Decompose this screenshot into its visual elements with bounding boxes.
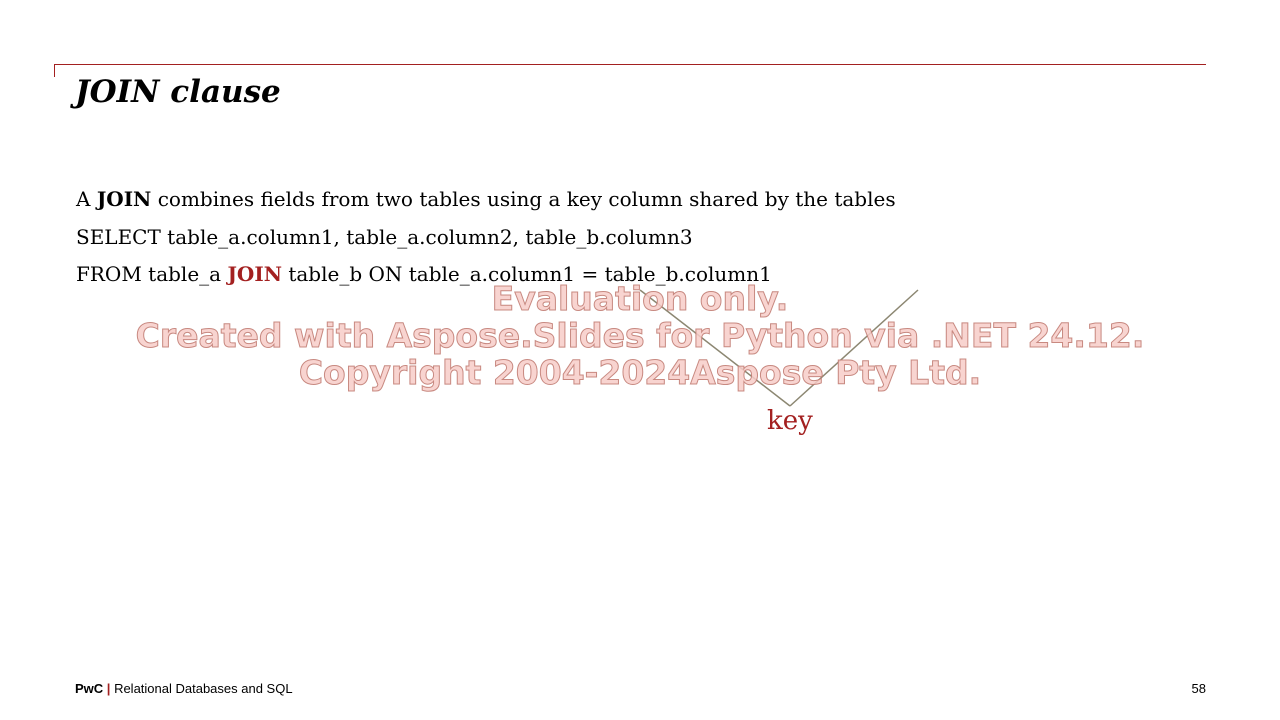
top-rule (54, 64, 1206, 65)
footer-course-title: Relational Databases and SQL (114, 681, 293, 696)
sql-from-line: FROM table_a JOIN table_b ON table_a.col… (76, 260, 772, 288)
footer-brand: PwC (75, 681, 104, 696)
line1-suffix: combines fields from two tables using a … (151, 187, 896, 211)
page-number: 58 (1191, 681, 1206, 696)
key-label: key (767, 406, 813, 436)
line3-prefix: FROM table_a (76, 262, 228, 286)
watermark-line2: Created with Aspose.Slides for Python vi… (135, 316, 1145, 355)
footer-separator: | (106, 681, 111, 696)
slide-title: JOIN clause (75, 74, 281, 110)
join-keyword-highlight: JOIN (227, 262, 282, 286)
watermark-line3: Copyright 2004-2024Aspose Pty Ltd. (298, 353, 982, 392)
evaluation-watermark: Evaluation only. Created with Aspose.Sli… (60, 279, 1220, 392)
line1-prefix: A (76, 187, 97, 211)
footer: PwC | Relational Databases and SQL (75, 681, 293, 697)
line3-suffix: table_b ON table_a.column1 = table_b.col… (281, 262, 772, 286)
sql-select-line: SELECT table_a.column1, table_a.column2,… (76, 225, 693, 249)
join-keyword: JOIN (96, 187, 152, 211)
top-rule-tick (54, 64, 55, 77)
join-definition-line: A JOIN combines fields from two tables u… (76, 185, 896, 213)
watermark-line1: Evaluation only. (491, 279, 789, 318)
